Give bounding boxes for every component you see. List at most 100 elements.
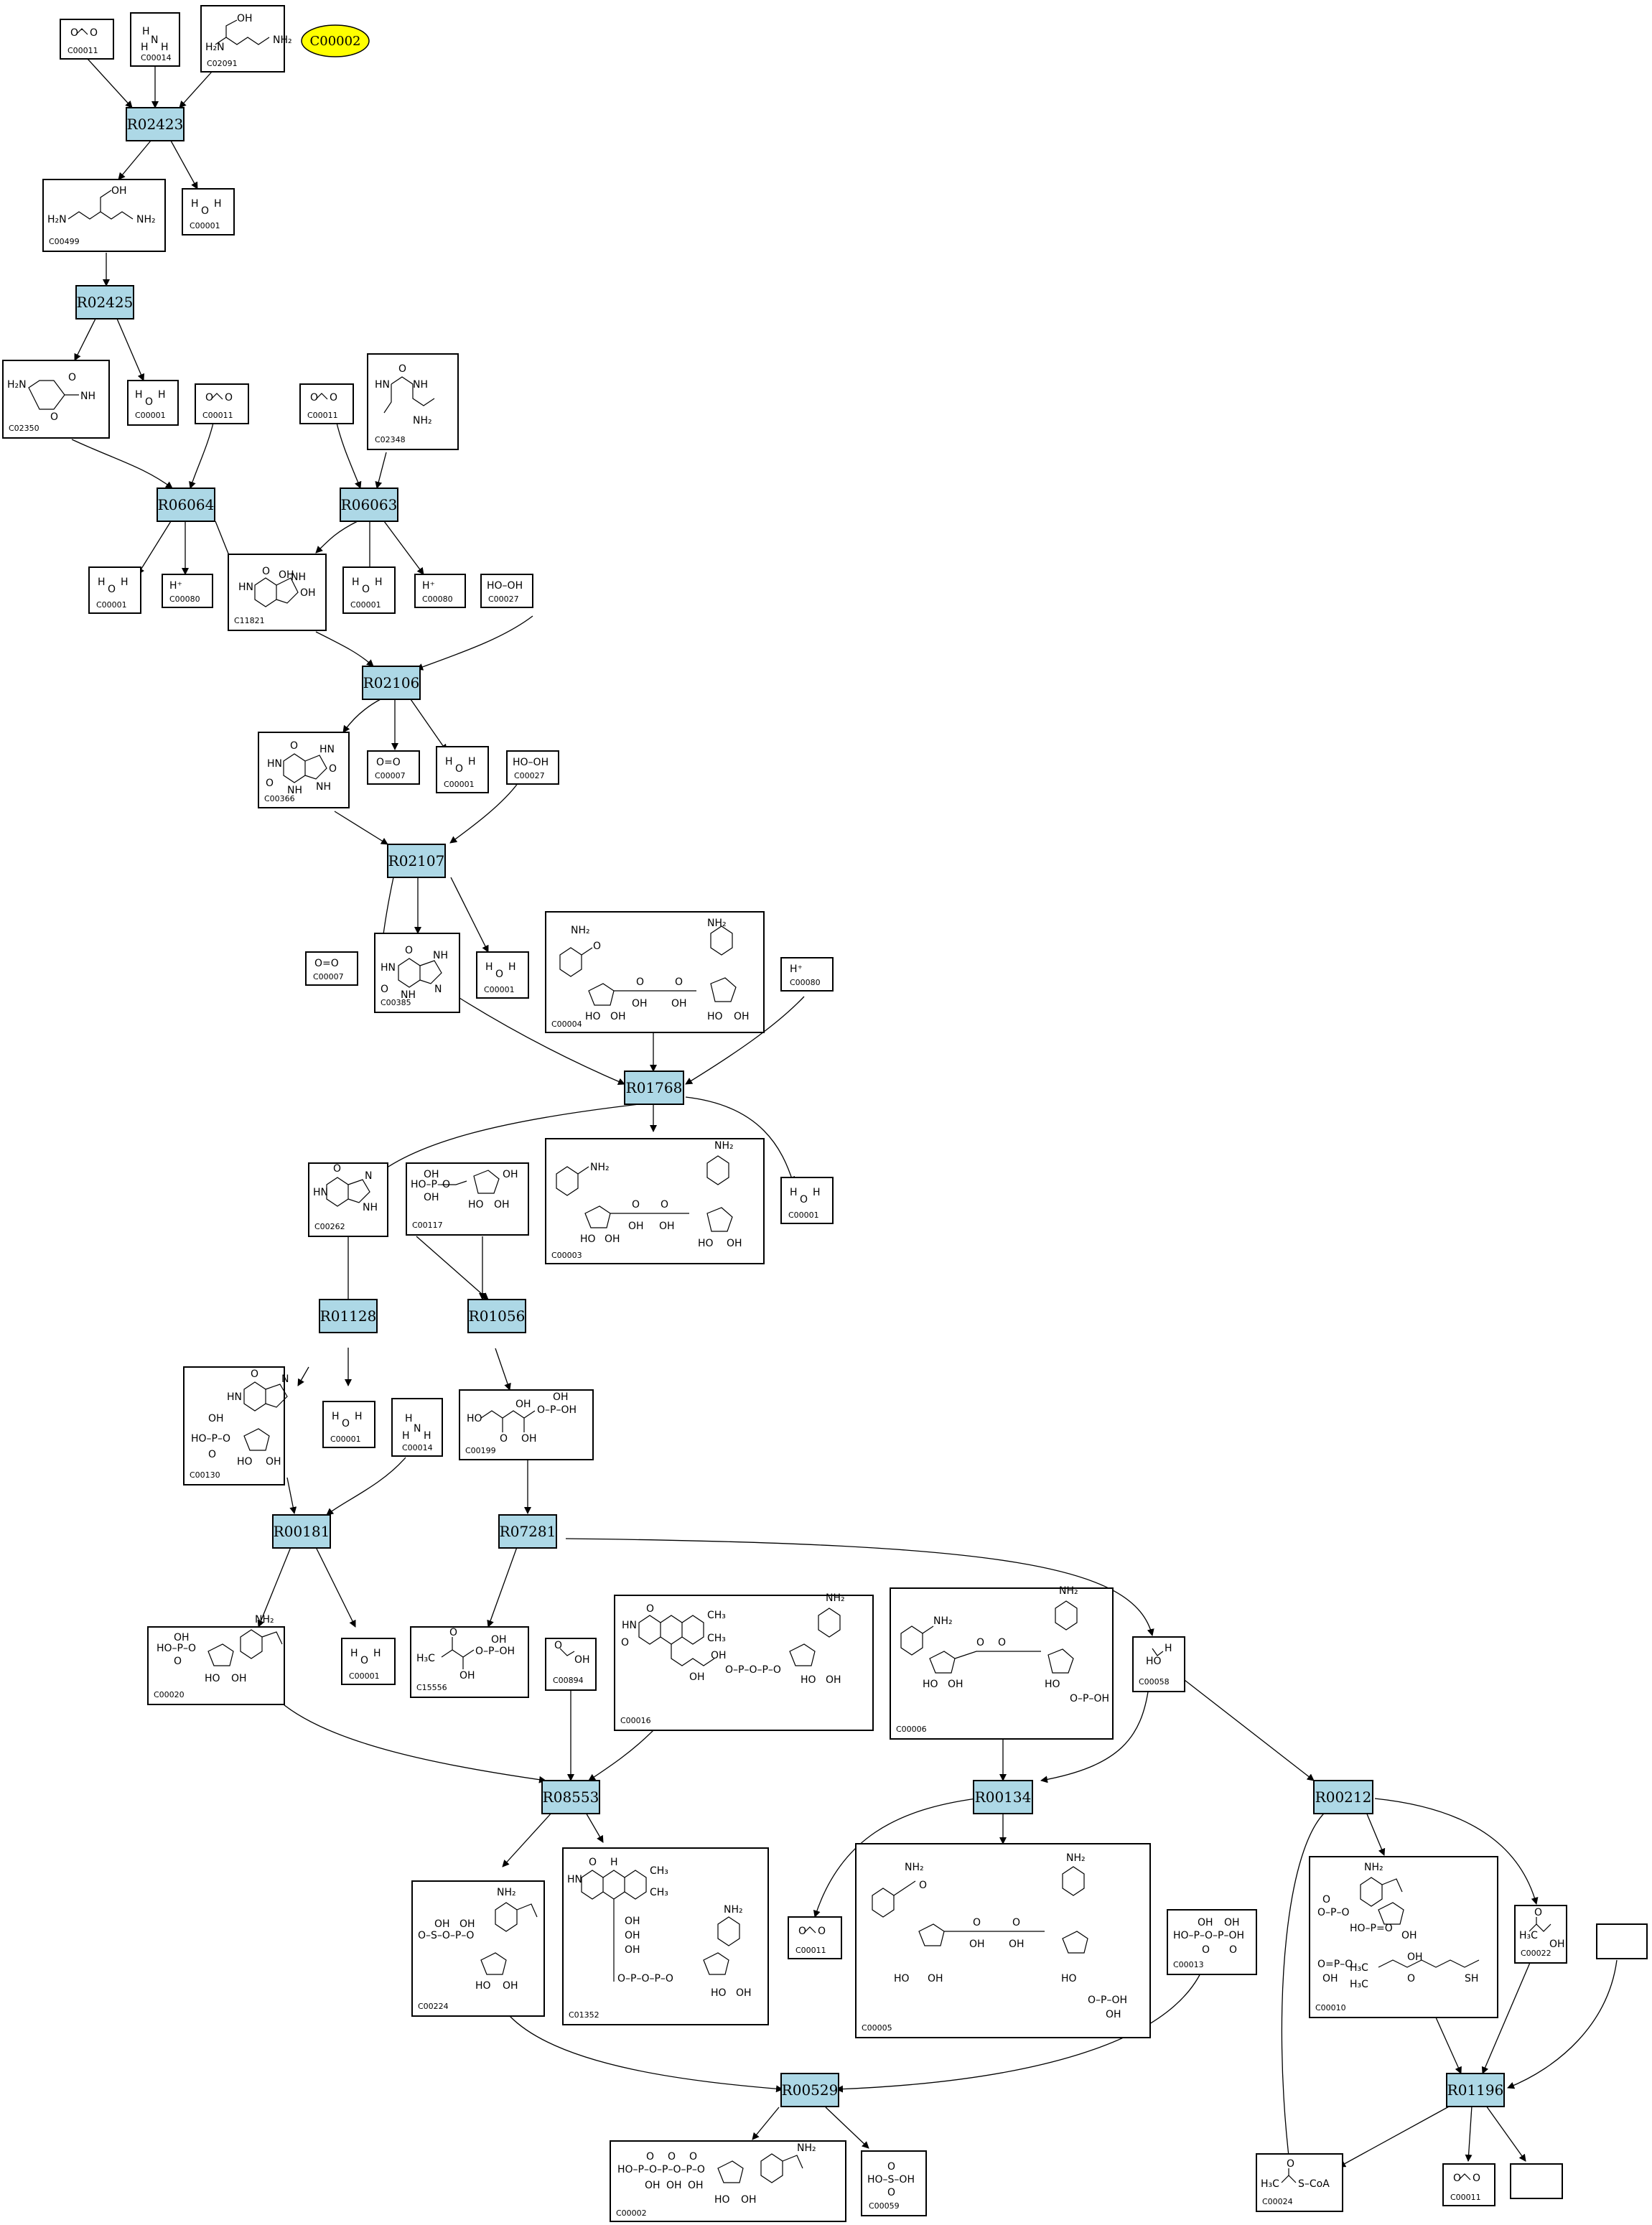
reaction-node-r06064[interactable]: R06064 — [157, 488, 215, 522]
compound-node[interactable]: HOH C00001 — [476, 951, 529, 999]
svg-text:H: H — [485, 961, 493, 973]
compound-node[interactable]: O=O C00007 — [367, 750, 420, 785]
svg-text:NH₂: NH₂ — [273, 34, 292, 46]
compound-node[interactable]: HOH C00001 — [182, 188, 235, 235]
svg-text:N: N — [434, 984, 442, 995]
compound-node[interactable]: HOH C00001 — [436, 746, 489, 793]
svg-text:HO–S–OH: HO–S–OH — [867, 2174, 915, 2186]
reaction-node-r02423[interactable]: R02423 — [126, 107, 185, 141]
reaction-node-r01196[interactable]: R01196 — [1446, 2073, 1505, 2107]
reaction-node-r00212[interactable]: R00212 — [1313, 1780, 1373, 1814]
compound-node[interactable]: HOH C00001 — [322, 1401, 375, 1448]
svg-text:O: O — [1453, 2173, 1461, 2184]
compound-node[interactable]: O HNN NH C00262 — [308, 1162, 388, 1237]
svg-text:O: O — [362, 584, 370, 595]
reaction-node-r01056[interactable]: R01056 — [467, 1299, 526, 1333]
compound-node[interactable]: H₃C O OH O–P–OH OH C15556 — [410, 1626, 529, 1698]
compound-node[interactable]: HOH C00058 — [1132, 1636, 1185, 1692]
empty-compound-box[interactable] — [1510, 2163, 1563, 2199]
svg-text:O: O — [405, 945, 413, 956]
compound-node[interactable]: HOH C00001 — [342, 566, 396, 614]
reaction-label: R01768 — [626, 1079, 683, 1096]
compound-node[interactable]: O HO–S–OH O C00059 — [861, 2150, 927, 2216]
svg-text:NH: NH — [316, 781, 331, 793]
reaction-node-r00181[interactable]: R00181 — [272, 1514, 331, 1549]
compound-node[interactable]: OOH C00894 — [545, 1638, 597, 1691]
reaction-node-r02107[interactable]: R02107 — [387, 844, 446, 878]
svg-text:N: N — [414, 1423, 421, 1435]
reaction-node-r02425[interactable]: R02425 — [75, 285, 134, 319]
compound-label: C00011 — [307, 411, 338, 420]
compound-node[interactable]: HOH C00001 — [780, 1177, 834, 1224]
compound-label: C00262 — [314, 1222, 345, 1231]
svg-text:O: O — [495, 969, 503, 980]
reaction-node-r01128[interactable]: R01128 — [319, 1299, 378, 1333]
svg-text:HO: HO — [1146, 1656, 1162, 1667]
reaction-node-r02106[interactable]: R02106 — [362, 666, 421, 700]
svg-text:OH: OH — [1549, 1939, 1565, 1950]
reaction-node-r00529[interactable]: R00529 — [780, 2073, 839, 2107]
compound-node[interactable]: H₃C O S–CoA C00024 — [1256, 2153, 1343, 2212]
svg-text:HO–P–O: HO–P–O — [191, 1433, 230, 1445]
reaction-node-r01768[interactable]: R01768 — [624, 1070, 684, 1105]
compound-node[interactable]: O=O C00007 — [305, 951, 358, 986]
formula: HO–OH — [487, 580, 523, 592]
compound-node[interactable]: H₃C O OH C00022 — [1514, 1905, 1567, 1964]
svg-text:OH: OH — [521, 1433, 537, 1445]
compound-label: C00016 — [620, 1716, 651, 1725]
reaction-label: R02423 — [127, 116, 184, 133]
compound-node[interactable]: H⁺ C00080 — [780, 957, 834, 992]
compound-node[interactable]: H₂N ONH O C02350 — [2, 360, 110, 439]
compound-node[interactable]: HO–OH C00027 — [480, 574, 533, 608]
svg-text:H: H — [508, 961, 516, 973]
svg-text:OH: OH — [491, 1634, 507, 1646]
reaction-node-r07281[interactable]: R07281 — [498, 1514, 557, 1549]
reaction-label: R02107 — [388, 852, 445, 869]
svg-text:OH: OH — [231, 1673, 247, 1684]
reaction-node-r08553[interactable]: R08553 — [541, 1780, 600, 1814]
compound-node[interactable]: HO–OH C00027 — [506, 750, 559, 785]
compound-node[interactable]: HOH C00001 — [341, 1638, 396, 1685]
empty-compound-box[interactable] — [1596, 1923, 1648, 1959]
compound-node[interactable]: H⁺ C00080 — [162, 574, 213, 608]
compound-label: C00011 — [795, 1946, 826, 1955]
reaction-node-r00134[interactable]: R00134 — [973, 1780, 1033, 1814]
compound-node[interactable]: OH H₂N NH₂ C00499 — [42, 179, 166, 252]
svg-text:H₂N: H₂N — [7, 379, 27, 391]
compound-node[interactable]: HOH C00001 — [127, 380, 179, 426]
compound-label: C00027 — [514, 771, 545, 780]
query-compound-node[interactable]: C00002 — [301, 24, 370, 57]
compound-node[interactable]: OH H₂N NH₂ C02091 — [200, 5, 292, 73]
compound-node[interactable]: HOH C00001 — [88, 566, 141, 614]
svg-text:HN: HN — [319, 744, 335, 755]
svg-text:O: O — [360, 1655, 368, 1666]
reaction-node-r06063[interactable]: R06063 — [340, 488, 398, 522]
compound-node[interactable]: H⁺ C00080 — [414, 574, 466, 608]
svg-text:NH: NH — [401, 989, 416, 1001]
